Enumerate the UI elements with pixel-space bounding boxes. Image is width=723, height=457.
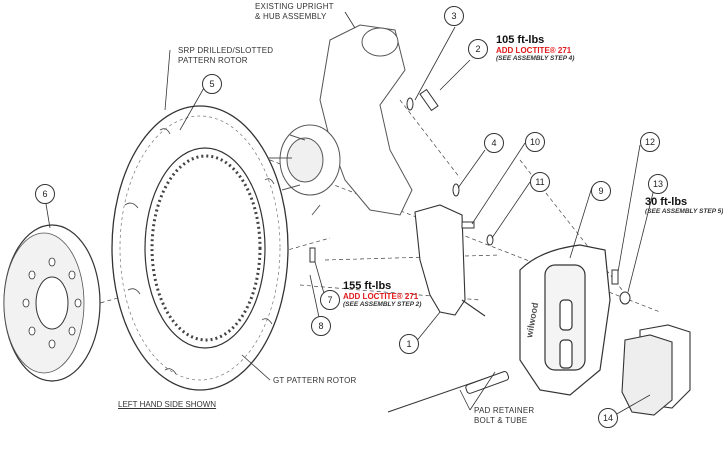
side-note: LEFT HAND SIDE SHOWN bbox=[118, 400, 217, 409]
caliper bbox=[519, 244, 611, 396]
callout-7: 7 bbox=[320, 290, 340, 310]
callout-8: 8 bbox=[311, 316, 331, 336]
callout-12: 12 bbox=[640, 132, 660, 152]
drilled-slotted-rotor bbox=[111, 105, 289, 391]
upright-label: EXISTING UPRIGHT& HUB ASSEMBLY bbox=[255, 2, 334, 21]
upright-hub-assembly bbox=[268, 24, 413, 216]
torque-spec-30: 30 ft-lbs (SEE ASSEMBLY STEP 5) bbox=[645, 196, 723, 215]
brake-pads bbox=[621, 324, 691, 416]
callout-1: 1 bbox=[399, 334, 419, 354]
callout-6: 6 bbox=[35, 184, 55, 204]
callout-14: 14 bbox=[598, 408, 618, 428]
callout-5: 5 bbox=[202, 74, 222, 94]
torque-spec-105: 105 ft-lbs ADD LOCTITE® 271 (SEE ASSEMBL… bbox=[496, 34, 575, 62]
fasteners bbox=[309, 88, 631, 305]
gt-rotor-label: GT PATTERN ROTOR bbox=[273, 376, 357, 385]
caliper-mount-bracket bbox=[414, 204, 486, 317]
torque-spec-155: 155 ft-lbs ADD LOCTITE® 271 (SEE ASSEMBL… bbox=[343, 280, 422, 308]
callout-4: 4 bbox=[484, 133, 504, 153]
callout-13: 13 bbox=[648, 174, 668, 194]
pad-retainer-bolt-tube bbox=[387, 371, 510, 413]
exploded-brake-diagram: wilwood bbox=[3, 11, 691, 416]
callout-3: 3 bbox=[444, 6, 464, 26]
callout-10: 10 bbox=[525, 132, 545, 152]
callout-9: 9 bbox=[591, 181, 611, 201]
rotor-hat bbox=[3, 224, 101, 382]
callout-2: 2 bbox=[468, 39, 488, 59]
callout-11: 11 bbox=[530, 172, 550, 192]
